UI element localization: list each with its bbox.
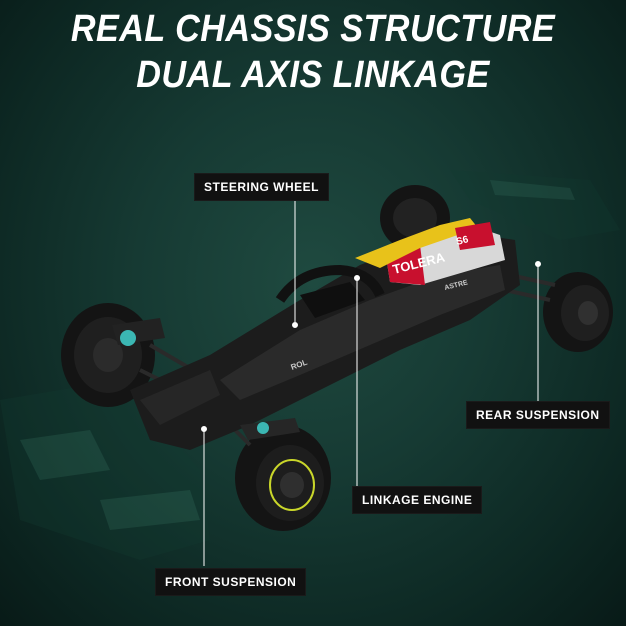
background-blur-car-right bbox=[450, 170, 620, 240]
callout-leader-lines bbox=[201, 197, 541, 566]
car-chassis bbox=[112, 218, 520, 450]
callout-rear-suspension: REAR SUSPENSION bbox=[466, 401, 610, 429]
headline-line-2: DUAL AXIS LINKAGE bbox=[136, 54, 490, 96]
headline-line-1: REAL CHASSIS STRUCTURE bbox=[70, 8, 556, 50]
callout-front-suspension: FRONT SUSPENSION bbox=[155, 568, 307, 596]
callout-steering-wheel: STEERING WHEEL bbox=[194, 173, 330, 201]
rear-right-tire bbox=[543, 272, 613, 352]
callout-linkage-engine: LINKAGE ENGINE bbox=[352, 486, 483, 514]
car-number: S6 bbox=[455, 234, 470, 248]
front-right-tire bbox=[235, 425, 331, 531]
